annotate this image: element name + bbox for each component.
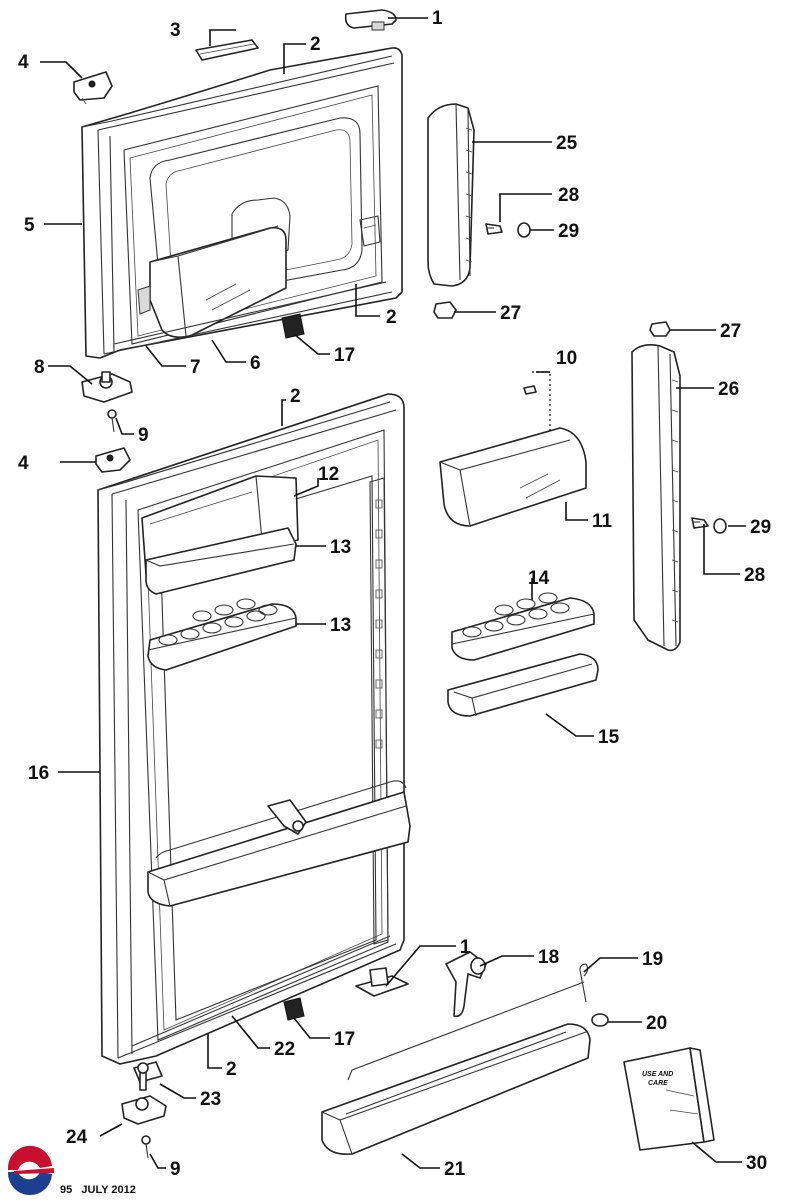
part-18-bracket	[445, 951, 487, 1018]
part-11-bin	[439, 427, 587, 527]
part-24-lower-hinge	[121, 1095, 167, 1125]
part-17-pad-lower	[283, 997, 305, 1021]
callout-26: 26	[718, 379, 739, 400]
part-23-hinge-pin	[133, 1061, 163, 1091]
part-27-cap-right	[649, 321, 671, 337]
part-28-screw-lower	[691, 517, 709, 529]
callout-29-lower: 29	[750, 517, 771, 538]
callout-9-upper: 9	[138, 425, 149, 446]
callout-18: 18	[538, 947, 559, 968]
callout-28-upper: 28	[558, 185, 579, 206]
callout-13-upper: 13	[330, 537, 351, 558]
callout-7: 7	[190, 357, 201, 378]
part-19-wire	[347, 963, 589, 1081]
part-30-use-and-care-manual: USE AND CARE	[623, 1047, 715, 1151]
manual-text-line1: USE AND	[642, 1071, 673, 1078]
leader-lines	[40, 17, 746, 1169]
part-14-egg-tray	[451, 592, 595, 661]
part-15-tray	[447, 653, 599, 717]
callout-13-lower: 13	[330, 615, 351, 636]
callout-24: 24	[66, 1127, 88, 1148]
part-10-screw	[523, 385, 537, 395]
callout-12: 12	[318, 464, 339, 485]
part-17-pad-upper	[281, 313, 305, 339]
part-8-hinge	[81, 371, 133, 403]
brand-logo-icon	[7, 1145, 54, 1196]
freezer-door	[81, 47, 403, 359]
part-26-tall-rail	[631, 344, 681, 652]
part-1-cap-top	[344, 9, 397, 31]
callout-27-right: 27	[720, 321, 741, 342]
door-bin-lower	[147, 780, 411, 907]
callout-6: 6	[250, 353, 261, 374]
callout-1-top: 1	[432, 8, 443, 29]
callout-22: 22	[274, 1039, 295, 1060]
part-3-trim	[195, 39, 259, 61]
callout-25: 25	[556, 133, 578, 154]
callout-8: 8	[34, 357, 45, 378]
callout-15: 15	[598, 727, 620, 748]
part-4-hinge-cover-upper	[73, 71, 113, 105]
part-28-screw-upper	[485, 223, 503, 235]
manual-text-line2: CARE	[648, 1080, 668, 1087]
part-13-egg-shelf	[147, 598, 297, 671]
footer-code: 95	[60, 1184, 73, 1196]
callout-28-lower: 28	[744, 565, 765, 586]
part-29-washer-upper	[517, 222, 531, 238]
callout-11: 11	[592, 511, 613, 532]
part-25-rail	[427, 103, 475, 287]
callout-4-upper: 4	[18, 52, 29, 73]
part-21-lower-bin	[321, 1023, 591, 1156]
part-29-washer-lower	[713, 518, 727, 534]
callout-14: 14	[528, 568, 550, 589]
callout-30: 30	[746, 1153, 767, 1174]
callout-16: 16	[28, 763, 49, 784]
callout-17-lower: 17	[334, 1029, 355, 1050]
callout-3: 3	[170, 20, 181, 41]
callout-5: 5	[24, 215, 35, 236]
callout-17-upper: 17	[334, 345, 355, 366]
callout-29-upper: 29	[558, 221, 579, 242]
callout-19: 19	[642, 949, 663, 970]
callout-2-fresh-bottom: 2	[226, 1059, 237, 1080]
footer-date: JULY 2012	[81, 1184, 136, 1196]
part-1-cap-lower	[355, 967, 409, 997]
callout-2-top: 2	[310, 34, 321, 55]
callout-4-lower: 4	[18, 453, 29, 474]
callout-27-upper: 27	[500, 303, 521, 324]
part-9-screw-lower	[141, 1135, 151, 1159]
callout-labels: 1 2 3 4 5 25 28 29 2 27 17 6 7 8 9 27 10…	[18, 8, 771, 1180]
callout-2-fresh-top: 2	[290, 386, 301, 407]
part-13-shelf-upper	[145, 527, 297, 595]
part-4-hinge-cover-lower	[95, 447, 131, 473]
callout-21: 21	[444, 1159, 466, 1180]
callout-20: 20	[646, 1013, 667, 1034]
part-20-cap	[591, 1013, 609, 1027]
callout-2-freezer-bottom: 2	[386, 307, 397, 328]
footer-print-info: 95 JULY 2012	[60, 1184, 136, 1196]
callout-10: 10	[556, 348, 577, 369]
part-9-screw-upper	[107, 409, 117, 433]
callout-23: 23	[200, 1089, 221, 1110]
part-27-cap-upper	[433, 301, 457, 319]
callout-1-lower: 1	[460, 937, 471, 958]
callout-9-lower: 9	[170, 1159, 181, 1180]
